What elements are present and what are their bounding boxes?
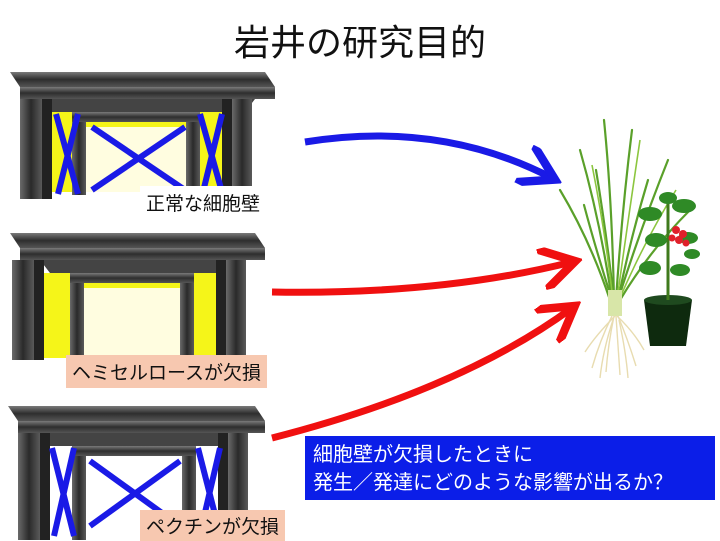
hemicellulose-deficient-frame [10, 233, 265, 360]
plant-illustration [558, 118, 700, 379]
label-hemicellulose-deficient: ヘミセルロースが欠損 [66, 355, 268, 388]
page-title: 岩井の研究目的 [233, 23, 486, 64]
label-normal-wall: 正常な細胞壁 [140, 186, 267, 219]
arrow-normal-to-plant [304, 132, 552, 178]
normal-wall-frame [10, 72, 275, 199]
label-pectin-deficient: ペクチンが欠損 [140, 510, 286, 541]
question-line-2: 発生／発達にどのような影響が出るか？ [313, 470, 673, 494]
arrow-hemicellulose-to-plant [271, 262, 572, 296]
arrow-pectin-to-plant [271, 308, 572, 442]
question-line-1: 細胞壁が欠損したときに [313, 442, 533, 466]
research-question-box: 細胞壁が欠損したときに 発生／発達にどのような影響が出るか？ [305, 436, 715, 500]
pectin-deficient-frame [8, 406, 265, 540]
